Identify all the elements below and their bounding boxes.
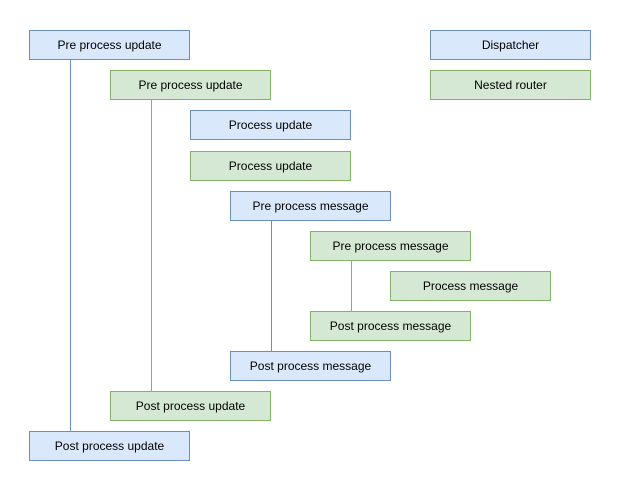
node-label: Post process update — [135, 399, 246, 413]
edge-dispatcher-outer — [70, 60, 71, 431]
edge-dispatcher-message — [271, 221, 272, 351]
node-pre-process-update-dispatcher[interactable]: Pre process update — [29, 30, 190, 60]
node-label: Pre process update — [57, 38, 162, 52]
legend-label-nested-router: Nested router — [474, 78, 547, 92]
node-pre-process-update-nested-router[interactable]: Pre process update — [110, 70, 271, 100]
node-label: Post process message — [249, 359, 372, 373]
node-label: Process update — [228, 118, 313, 132]
node-process-update-nested-router[interactable]: Process update — [190, 151, 351, 181]
node-label: Pre process message — [252, 199, 369, 213]
node-label: Pre process message — [332, 239, 449, 253]
node-post-process-message-dispatcher[interactable]: Post process message — [230, 351, 391, 381]
node-pre-process-message-nested-router[interactable]: Pre process message — [310, 231, 471, 261]
legend-item-nested-router[interactable]: Nested router — [430, 70, 591, 100]
edge-nested-router-outer — [151, 100, 152, 391]
edge-nested-router-message — [351, 261, 352, 311]
node-label: Post process message — [329, 319, 452, 333]
node-label: Process update — [228, 159, 313, 173]
legend-item-dispatcher[interactable]: Dispatcher — [430, 30, 591, 60]
node-pre-process-message-dispatcher[interactable]: Pre process message — [230, 191, 391, 221]
node-post-process-message-nested-router[interactable]: Post process message — [310, 311, 471, 341]
node-label: Pre process update — [138, 78, 243, 92]
node-process-update-dispatcher[interactable]: Process update — [190, 110, 351, 140]
node-process-message-nested-router[interactable]: Process message — [390, 271, 551, 301]
legend-label-dispatcher: Dispatcher — [481, 38, 540, 52]
node-label: Process message — [422, 279, 519, 293]
node-post-process-update-nested-router[interactable]: Post process update — [110, 391, 271, 421]
node-label: Post process update — [54, 439, 165, 453]
node-post-process-update-dispatcher[interactable]: Post process update — [29, 431, 190, 461]
